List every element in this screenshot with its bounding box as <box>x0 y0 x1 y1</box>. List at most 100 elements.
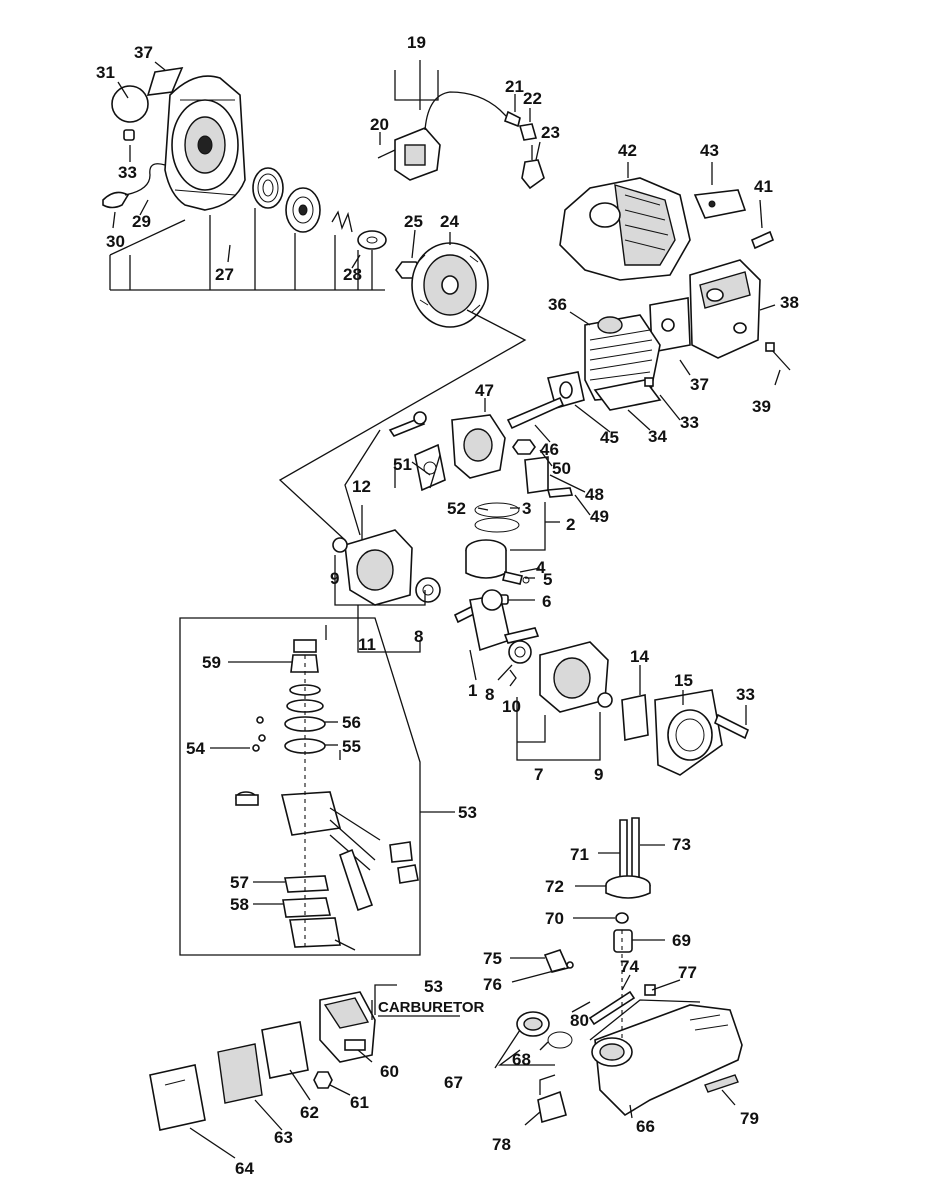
label-37a: 37 <box>134 43 153 62</box>
crankshaft <box>453 589 540 652</box>
label-19: 19 <box>407 33 426 52</box>
label-51: 51 <box>393 455 412 474</box>
carburetor-bracket <box>371 1000 460 1020</box>
label-plate <box>704 1074 739 1093</box>
label-22: 22 <box>523 89 542 108</box>
label-21: 21 <box>505 77 524 96</box>
label-23: 23 <box>541 123 560 142</box>
label-46: 46 <box>540 440 559 459</box>
piston <box>465 539 507 579</box>
label-64: 64 <box>235 1159 254 1178</box>
shaft-coupler <box>613 929 633 953</box>
label-9a: 9 <box>330 569 339 588</box>
air-filter-element <box>261 1021 309 1079</box>
piston-pin <box>502 571 523 585</box>
label-8b: 8 <box>485 685 494 704</box>
assembly-lines <box>278 309 601 761</box>
cover-bracket <box>693 189 747 219</box>
knob-washer <box>566 961 574 969</box>
carb-parts <box>235 625 419 951</box>
label-5: 5 <box>543 570 552 589</box>
pulley-block <box>621 694 649 741</box>
air-filter-foam <box>217 1043 263 1104</box>
label-58: 58 <box>230 895 249 914</box>
label-53a: 53 <box>458 803 477 822</box>
label-73: 73 <box>672 835 691 854</box>
label-14: 14 <box>630 647 649 666</box>
filter-screw <box>546 487 574 498</box>
starter-washer <box>357 230 387 250</box>
muffler-screw <box>765 342 791 371</box>
label-43: 43 <box>700 141 719 160</box>
label-54: 54 <box>186 739 205 758</box>
label-77: 77 <box>678 963 697 982</box>
label-79: 79 <box>740 1109 759 1128</box>
label-52: 52 <box>447 499 466 518</box>
muffler <box>689 259 761 359</box>
muffler-bolt <box>750 230 775 250</box>
label-62: 62 <box>300 1103 319 1122</box>
label-68: 68 <box>512 1050 531 1069</box>
label-55: 55 <box>342 737 361 756</box>
tank-gasket <box>414 443 446 492</box>
shaft-clamp <box>615 912 629 924</box>
label-33c: 33 <box>736 685 755 704</box>
label-53b: 53 <box>424 977 443 996</box>
label-36: 36 <box>548 295 567 314</box>
carburetor-box <box>179 617 421 956</box>
label-27: 27 <box>215 265 234 284</box>
part-labels: 31 37 33 29 30 27 28 25 24 19 20 21 22 2… <box>96 33 799 1178</box>
piston-rings <box>474 502 520 533</box>
label-45: 45 <box>600 428 619 447</box>
spark-plug-wire <box>503 110 538 141</box>
boom-insert <box>537 1090 567 1124</box>
label-12: 12 <box>352 477 371 496</box>
label-25: 25 <box>404 212 423 231</box>
label-15: 15 <box>674 671 693 690</box>
label-7: 7 <box>534 765 543 784</box>
starter-handle <box>102 163 166 209</box>
shaft-bushing <box>605 875 651 899</box>
o-ring <box>547 1031 573 1049</box>
crank-bearing-right <box>508 640 532 664</box>
label-42: 42 <box>618 141 637 160</box>
housing-bolt <box>713 713 750 740</box>
starter-decal <box>146 67 184 96</box>
label-34: 34 <box>648 427 667 446</box>
starter-housing <box>164 75 246 211</box>
label-24: 24 <box>440 212 459 231</box>
clutch-housing <box>654 689 723 776</box>
label-8a: 8 <box>414 627 423 646</box>
label-76: 76 <box>483 975 502 994</box>
label-48: 48 <box>585 485 604 504</box>
fuel-filter-block <box>524 456 549 494</box>
ignition-module <box>377 91 509 181</box>
cylinder <box>584 314 661 401</box>
label-3: 3 <box>522 499 531 518</box>
label-56: 56 <box>342 713 361 732</box>
label-47: 47 <box>475 381 494 400</box>
tank-bolt <box>388 411 427 437</box>
handle-bolt <box>588 990 636 1026</box>
crankcase-left <box>332 529 413 606</box>
label-49: 49 <box>590 507 609 526</box>
label-59: 59 <box>202 653 221 672</box>
label-2: 2 <box>566 515 575 534</box>
intake-bolt <box>506 396 565 430</box>
cylinder-gasket <box>593 379 662 411</box>
pin-clip <box>522 576 530 584</box>
clamp-ring <box>516 1011 550 1037</box>
label-71: 71 <box>570 845 589 864</box>
boom-lines <box>498 930 701 1095</box>
air-filter-nut <box>313 1071 333 1089</box>
engine-cover <box>559 177 691 281</box>
label-4: 4 <box>536 558 546 577</box>
label-41: 41 <box>754 177 773 196</box>
label-70: 70 <box>545 909 564 928</box>
label-28: 28 <box>343 265 362 284</box>
label-11: 11 <box>358 635 376 654</box>
pawl-spring <box>331 210 353 233</box>
crank-seal <box>509 669 517 687</box>
label-1: 1 <box>468 681 477 700</box>
